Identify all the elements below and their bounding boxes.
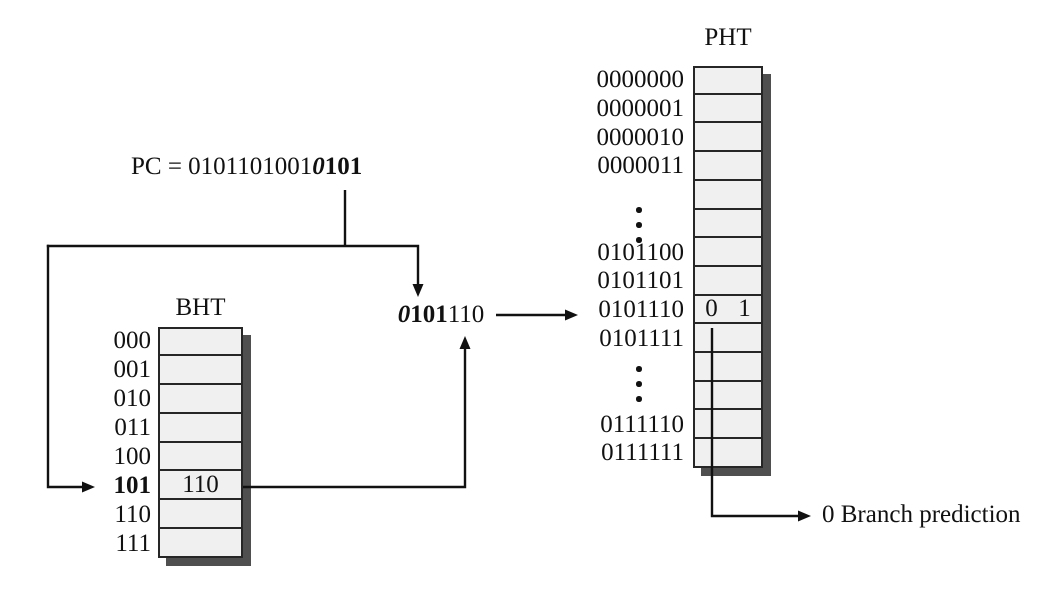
bht-row: 010 [112, 384, 243, 414]
pht-row-label [597, 382, 693, 411]
pht-cell [693, 152, 763, 181]
pht-cell [693, 353, 763, 382]
pc-highlight-bold: 101 [324, 153, 363, 180]
bht-cell [158, 529, 243, 558]
pht-row-label: 0111110 [600, 410, 684, 438]
bht-row-label: 011 [114, 414, 151, 442]
pht-row-selected: 0101110 0 1 [597, 294, 763, 325]
pc-highlight-italic: 0 [312, 153, 325, 180]
bht-cell [158, 327, 243, 356]
pht-row-label [597, 353, 693, 382]
pht-row [597, 381, 763, 411]
bht-row-label: 110 [114, 500, 151, 528]
pht-cell [693, 439, 763, 468]
vertical-ellipsis-icon [636, 207, 642, 252]
pht-cell [693, 238, 763, 267]
bht-cell [158, 500, 243, 530]
bht-row: 111 [112, 529, 243, 558]
bht-row-label: 111 [115, 529, 151, 557]
pht-row-label: 0000010 [596, 123, 685, 151]
pht-row-label: 0000000 [596, 66, 685, 94]
bht-table: 000 001 010 011 100 101 110 110 111 [112, 327, 243, 558]
bht-row-label-selected: 101 [113, 471, 152, 499]
pht-row: 0111111 [597, 439, 763, 468]
pht-row: 0111110 [597, 410, 763, 440]
index-bold-bits: 101 [410, 301, 448, 328]
pht-cell [693, 209, 763, 239]
pht-cell [693, 66, 763, 95]
pht-cell [693, 410, 763, 440]
pht-cell [693, 324, 763, 354]
counter-bit-low: 1 [738, 294, 751, 322]
pht-row [597, 209, 763, 239]
pht-row: 0000001 [596, 94, 763, 124]
pht-row: 0000010 [596, 123, 763, 153]
bht-cell [158, 442, 243, 472]
pht-row-label [597, 181, 693, 210]
bht-row: 110 [112, 500, 243, 530]
bht-cell [158, 384, 243, 414]
bht-row: 100 [112, 442, 243, 472]
pht-row-label-selected: 0101110 [598, 295, 684, 323]
pht-cell [693, 266, 763, 296]
pht-row [597, 353, 763, 382]
pht-row [597, 180, 763, 210]
bht-row: 001 [112, 355, 243, 385]
pht-counter-cell: 0 1 [693, 294, 763, 325]
pht-table: 0000000 0000001 0000010 0000011 0101100 [597, 66, 763, 468]
pc-to-index-arrow [46, 244, 424, 297]
branch-prediction-label: 0 Branch prediction [822, 501, 1021, 528]
pht-row-label: 0101101 [597, 267, 684, 295]
pht-row-label: 0000011 [597, 152, 684, 180]
bht-row-label: 000 [113, 327, 152, 355]
bht-history-cell: 110 [158, 471, 243, 501]
pht-cell [693, 180, 763, 210]
counter-bit-high: 0 [705, 294, 718, 322]
index-italic-bit: 0 [397, 301, 411, 328]
bht-row-label: 001 [113, 356, 152, 384]
bht-row-label: 010 [113, 385, 152, 413]
pht-row: 0101101 [597, 266, 763, 296]
pht-cell [693, 94, 763, 124]
pht-index-label: 0101110 [385, 301, 497, 329]
pc-label: PC = 01011010010101 [131, 153, 362, 181]
pht-title: PHT [704, 24, 752, 51]
bht-cell [158, 355, 243, 385]
pht-row-label: 0000001 [596, 95, 685, 123]
bht-title: BHT [175, 294, 226, 321]
bht-cell [158, 413, 243, 443]
bht-row-selected: 101 110 [112, 471, 243, 501]
pht-row-label: 0111111 [601, 439, 684, 467]
bht-row-label: 100 [113, 442, 152, 470]
bht-row: 011 [112, 413, 243, 443]
pht-row-label: 0101100 [597, 238, 684, 266]
bht-to-index-arrow [243, 336, 471, 489]
pht-row: 0101111 [597, 324, 763, 354]
pht-row-label: 0101111 [599, 324, 684, 352]
pht-row: 0000000 [597, 66, 763, 95]
bht-row: 000 [112, 327, 243, 356]
pht-row: 0101100 [597, 238, 763, 267]
pht-row: 0000011 [597, 152, 763, 181]
pc-to-bht-arrow [46, 244, 95, 493]
vertical-ellipsis-icon [636, 366, 642, 411]
pc-prefix: PC = 0101101001 [131, 153, 313, 180]
index-history-bits: 110 [447, 301, 485, 328]
pht-row-label [597, 210, 693, 239]
pht-cell [693, 123, 763, 153]
pht-cell [693, 381, 763, 411]
